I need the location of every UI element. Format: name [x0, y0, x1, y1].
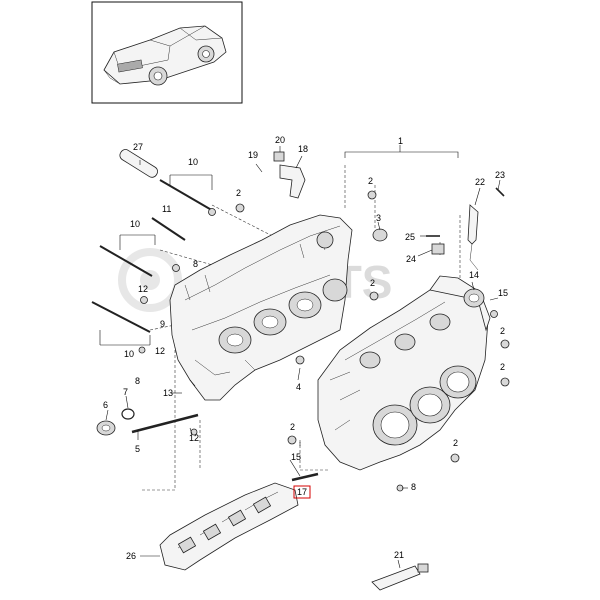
- label-2: 2: [370, 278, 375, 288]
- label-21: 21: [394, 550, 404, 560]
- label-22: 22: [475, 177, 485, 187]
- car-thumbnail: [91, 1, 243, 104]
- label-15: 15: [291, 452, 301, 462]
- label-6: 6: [103, 400, 108, 410]
- label-14: 14: [469, 270, 479, 280]
- label-3: 3: [376, 213, 381, 223]
- label-12: 12: [155, 346, 165, 356]
- label-5: 5: [135, 444, 140, 454]
- bedplate: [159, 482, 299, 571]
- label-2: 2: [453, 438, 458, 448]
- label-11: 11: [162, 204, 171, 214]
- label-23: 23: [495, 170, 505, 180]
- label-13: 13: [163, 388, 173, 398]
- label-10: 10: [124, 349, 134, 359]
- label-15: 15: [498, 288, 508, 298]
- label-26: 26: [126, 551, 136, 561]
- label-2: 2: [236, 188, 241, 198]
- label-19: 19: [248, 150, 258, 160]
- label-2: 2: [290, 422, 295, 432]
- label-12: 12: [189, 433, 199, 443]
- highlight-box-17: [293, 485, 311, 499]
- label-25: 25: [405, 232, 415, 242]
- label-1: 1: [398, 136, 403, 146]
- label-9: 9: [160, 319, 165, 329]
- label-8: 8: [411, 482, 416, 492]
- label-17: 17: [297, 487, 307, 497]
- leader-lines: [99, 145, 501, 569]
- label-4: 4: [296, 382, 301, 392]
- label-2: 2: [500, 326, 505, 336]
- label-2: 2: [368, 176, 373, 186]
- left-crankcase-half: [169, 214, 353, 401]
- label-27: 27: [133, 142, 143, 152]
- label-2: 2: [500, 362, 505, 372]
- label-20: 20: [275, 135, 285, 145]
- label-24: 24: [406, 254, 416, 264]
- label-10: 10: [130, 219, 140, 229]
- callout-labels: 1 2 2 2 2 2 2 2 3 4 5 6 7 8 8 8 9 10 10 …: [103, 135, 508, 561]
- label-10: 10: [188, 157, 198, 167]
- label-8: 8: [193, 259, 198, 269]
- label-12: 12: [138, 284, 148, 294]
- label-8: 8: [135, 376, 140, 386]
- label-18: 18: [298, 144, 308, 154]
- label-7: 7: [123, 387, 128, 397]
